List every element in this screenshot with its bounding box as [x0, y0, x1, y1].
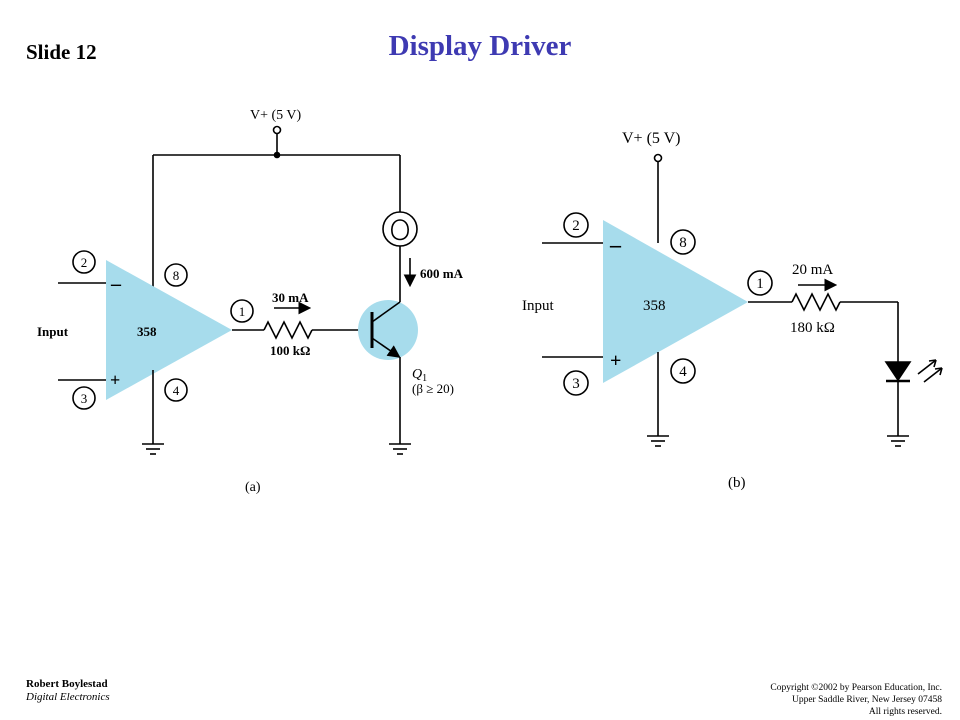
pin-4-a: 4: [173, 383, 180, 398]
pin-4-b: 4: [679, 364, 687, 380]
output-current-b: 20 mA: [792, 262, 833, 278]
transistor-label-a: Q1: [412, 367, 427, 384]
circuit-b: [542, 153, 943, 447]
supply-terminal-a: [272, 125, 282, 135]
caption-a: (a): [245, 480, 261, 495]
resistor-a: [263, 320, 313, 340]
resistor-value-a: 100 kΩ: [270, 343, 310, 358]
plus-sign-b: +: [610, 350, 621, 372]
input-label-b: Input: [522, 298, 554, 314]
ic-label-b: 358: [643, 298, 666, 314]
pin-2-b: 2: [572, 218, 580, 234]
supply-terminal-b: [653, 153, 663, 163]
circuit-a-labels: V+ (5 V) 2 3 8 4 1 – + Input 358 30 mA 1…: [37, 108, 464, 495]
input-label-a: Input: [37, 324, 69, 339]
ground-b-left: [647, 435, 669, 447]
ground-a-left: [142, 443, 164, 455]
circuit-a: [58, 125, 418, 455]
opamp-a: [106, 260, 232, 400]
minus-sign-a: –: [110, 273, 122, 295]
pin-8-a: 8: [173, 268, 180, 283]
resistor-value-b: 180 kΩ: [790, 320, 835, 336]
pin-1-a: 1: [239, 304, 246, 319]
plus-sign-a: +: [110, 370, 120, 390]
pin-3-b: 3: [572, 376, 580, 392]
circuit-b-labels: V+ (5 V) 2 3 8 4 1 – + Input 358 20 mA 1…: [522, 130, 835, 491]
minus-sign-b: –: [609, 232, 622, 257]
beta-label-a: (β ≥ 20): [412, 381, 454, 396]
pin-2-a: 2: [81, 255, 88, 270]
footer-author-block: Robert Boylestad Digital Electronics: [26, 678, 110, 704]
copyright-line-3: All rights reserved.: [868, 707, 942, 717]
supply-label-a: V+ (5 V): [250, 108, 302, 123]
collector-current-a: 600 mA: [420, 266, 464, 281]
copyright-line-2: Upper Saddle River, New Jersey 07458: [791, 695, 942, 705]
slide-number: Slide 12: [26, 40, 97, 64]
footer-book: Digital Electronics: [26, 691, 110, 703]
pin-1-b: 1: [756, 276, 764, 292]
transistor-q1: [358, 300, 418, 360]
supply-label-b: V+ (5 V): [622, 130, 681, 147]
pin-8-b: 8: [679, 235, 687, 251]
base-current-a: 30 mA: [272, 290, 309, 305]
copyright-line-1: Copyright ©2002 by Pearson Education, In…: [770, 683, 942, 693]
footer-author: Robert Boylestad: [26, 678, 108, 690]
resistor-b: [791, 292, 841, 312]
lamp-a: [382, 211, 418, 247]
footer-copyright: Copyright ©2002 by Pearson Education, In…: [770, 682, 942, 718]
ic-label-a: 358: [137, 324, 157, 339]
slide-title: Display Driver: [388, 30, 572, 62]
opamp-b: [603, 220, 748, 383]
ground-a-right: [389, 443, 411, 455]
pin-3-a: 3: [81, 391, 88, 406]
led-b: [884, 359, 943, 383]
ground-b-right: [887, 435, 909, 447]
caption-b: (b): [728, 475, 746, 491]
